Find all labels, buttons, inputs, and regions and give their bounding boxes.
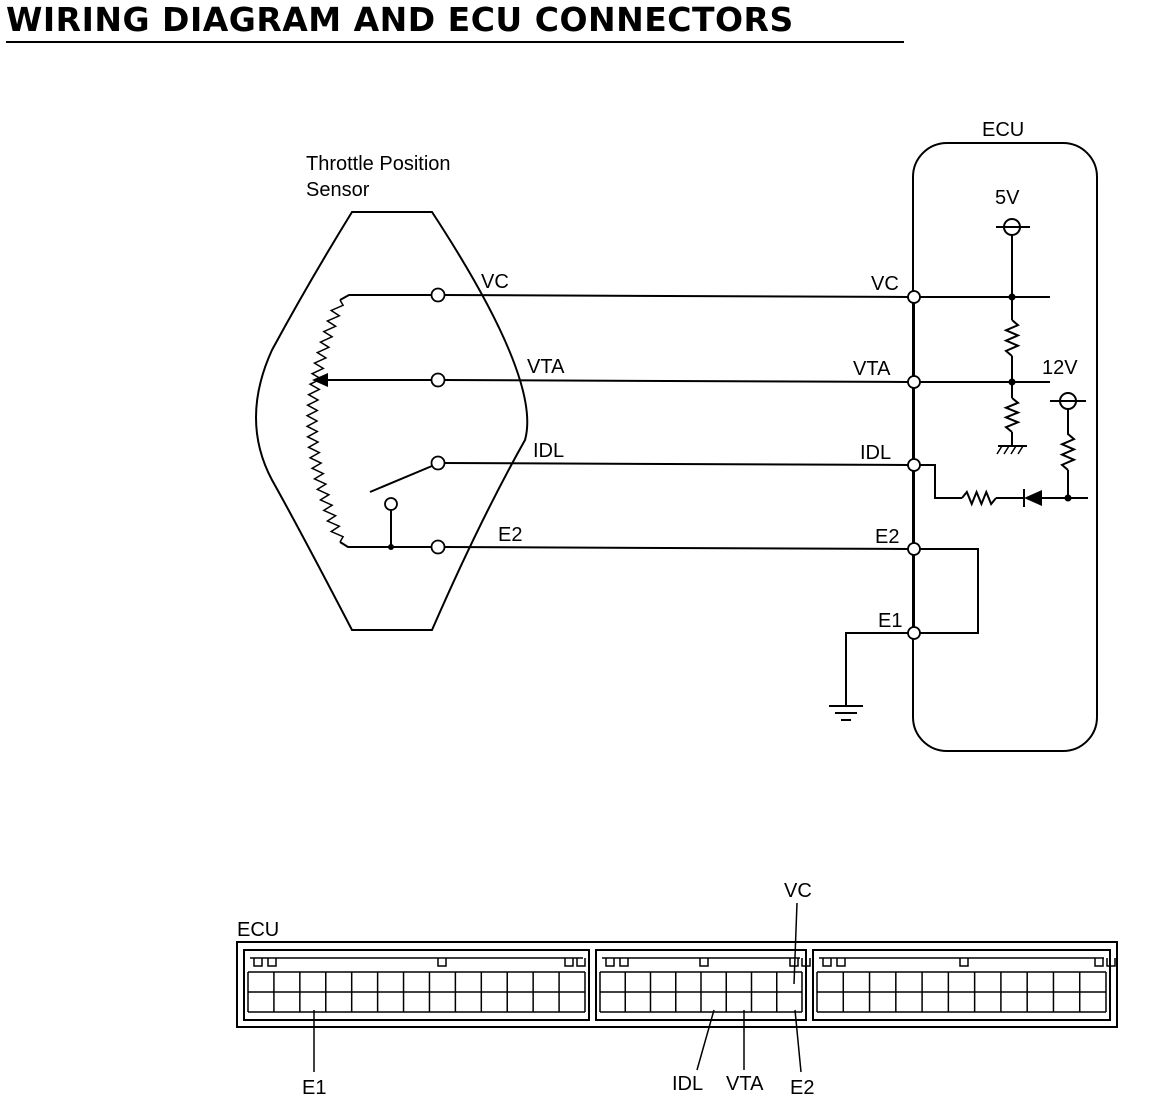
connector-pin-label-e1: E1 [302,1077,326,1098]
connector-key-tabs [819,957,1116,967]
resistor-bottom-lead [339,541,438,548]
wire-label-vc: VC [481,271,509,293]
ecu-terminal-idl [907,458,921,472]
wire-idl [443,462,909,466]
wire-vc [443,294,909,298]
chassis-ground-hatch [996,445,1024,455]
idle-switch-junction [388,544,394,550]
e1-ground-wire [845,632,908,706]
wire-vta [443,379,909,383]
callout-e2 [794,1009,802,1073]
wire-e2 [443,546,909,550]
title-underline [6,41,904,43]
connector-block [812,949,1111,1021]
wire-label-e2: E2 [498,524,522,546]
connector-pin-label-vta: VTA [726,1073,764,1095]
ecu-pin-label-e2: E2 [875,526,899,548]
connector-block [243,949,590,1021]
sensor-terminal-e2 [430,539,446,555]
connector-label: ECU [237,919,279,941]
resistor-r2 [1003,397,1021,433]
diode-symbol [1024,490,1042,506]
supply-5v-label: 5V [995,187,1020,209]
wiper-arrowhead [312,373,328,387]
wire-label-idl: IDL [533,440,564,462]
callout-vc [793,902,798,985]
ecu-terminal-vta [907,375,921,389]
ecu-pin-label-idl: IDL [860,442,891,464]
ecu-e2-e1-link [914,548,979,634]
ecu-pin-label-vta: VTA [853,358,891,380]
sensor-label-line2: Sensor [306,179,370,201]
sensor-housing [255,211,529,631]
ecu-box-label: ECU [982,119,1024,141]
sensor-label-line1: Throttle Position [306,153,451,175]
supply-12v-label: 12V [1042,357,1078,379]
idle-switch-contact [384,497,398,511]
sensor-resistor-element [305,299,345,543]
ecu-pin-label-e1: E1 [878,610,902,632]
ecu-pin-label-vc: VC [871,273,899,295]
connector-pin-label-e2: E2 [790,1077,814,1098]
resistor-r1 [1003,319,1021,357]
wire-label-vta: VTA [527,356,565,378]
ecu-terminal-e2 [907,542,921,556]
resistor-r4 [961,489,997,507]
ecu-idl-internal [914,464,962,499]
page-title: WIRING DIAGRAM AND ECU CONNECTORS [6,0,794,39]
ecu-terminal-vc [907,290,921,304]
resistor-top-lead [339,294,438,301]
connector-pin-label-vc: VC [784,880,812,902]
sensor-terminal-vc [430,287,446,303]
resistor-r3 [1059,430,1077,471]
callout-idl [696,1009,715,1071]
connector-pin-label-idl: IDL [672,1073,703,1095]
sensor-terminal-vta [430,372,446,388]
connector-block [595,949,807,1021]
connector-key-tabs [250,957,586,967]
ecu-terminal-e1 [907,626,921,640]
connector-blocks [243,949,1116,1021]
idle-switch-blade [369,465,433,493]
connector-key-tabs [602,957,811,967]
connector-outer-shell [236,941,1118,1028]
sensor-terminal-idl [430,455,446,471]
